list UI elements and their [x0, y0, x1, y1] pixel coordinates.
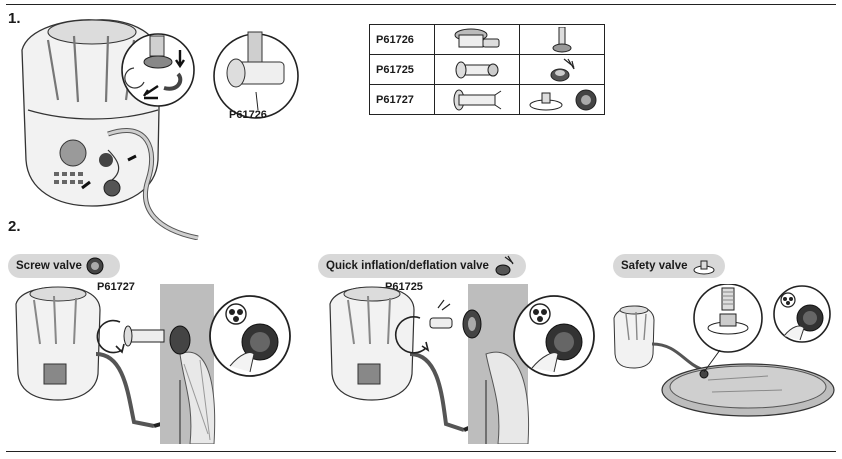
screw-valve-part-code: P61727	[97, 281, 135, 293]
table-row: P61727	[369, 84, 605, 115]
part-image-cell	[434, 84, 520, 115]
screw-valve-illustration	[15, 284, 291, 444]
quick-adapter-icon	[455, 61, 499, 78]
step-2-number: 2.	[8, 218, 21, 235]
step-1-number: 1.	[8, 10, 21, 27]
screw-adapter-icon	[454, 28, 500, 47]
part-image-cell	[434, 24, 520, 55]
part-code-cell: P61725	[369, 54, 435, 85]
parts-table: P61726 P61725	[369, 24, 605, 115]
safety-valve-parts-icon	[529, 89, 597, 110]
valve-stem-icon	[552, 26, 572, 52]
bottom-rule	[6, 451, 836, 452]
quick-valve-icon	[550, 58, 575, 81]
top-rule	[6, 4, 836, 5]
part-image-cell	[519, 54, 605, 85]
safety-valve-icon	[693, 260, 714, 275]
part-image-cell	[434, 54, 520, 85]
safety-valve-label: Safety valve	[621, 260, 688, 272]
step-1-callout-label: P61726	[229, 109, 267, 121]
part-code-cell: P61727	[369, 84, 435, 115]
table-row: P61725	[369, 54, 605, 85]
part-image-cell	[519, 24, 605, 55]
part-image-cell	[519, 84, 605, 115]
safety-valve-illustration	[613, 284, 835, 417]
quick-valve-label: Quick inflation/deflation valve	[326, 260, 489, 272]
table-row: P61726	[369, 24, 605, 55]
part-code-cell: P61726	[369, 24, 435, 55]
screw-valve-label: Screw valve	[16, 260, 82, 272]
screw-nozzle-icon	[453, 89, 502, 110]
step-1-pump-illustration	[21, 19, 299, 240]
quick-valve-illustration	[329, 284, 595, 444]
screw-valve-title: Screw valve	[8, 254, 120, 278]
quick-valve-title: Quick inflation/deflation valve	[318, 254, 526, 278]
quick-valve-icon	[495, 255, 514, 276]
safety-valve-title: Safety valve	[613, 254, 725, 278]
screw-valve-icon	[86, 257, 104, 275]
